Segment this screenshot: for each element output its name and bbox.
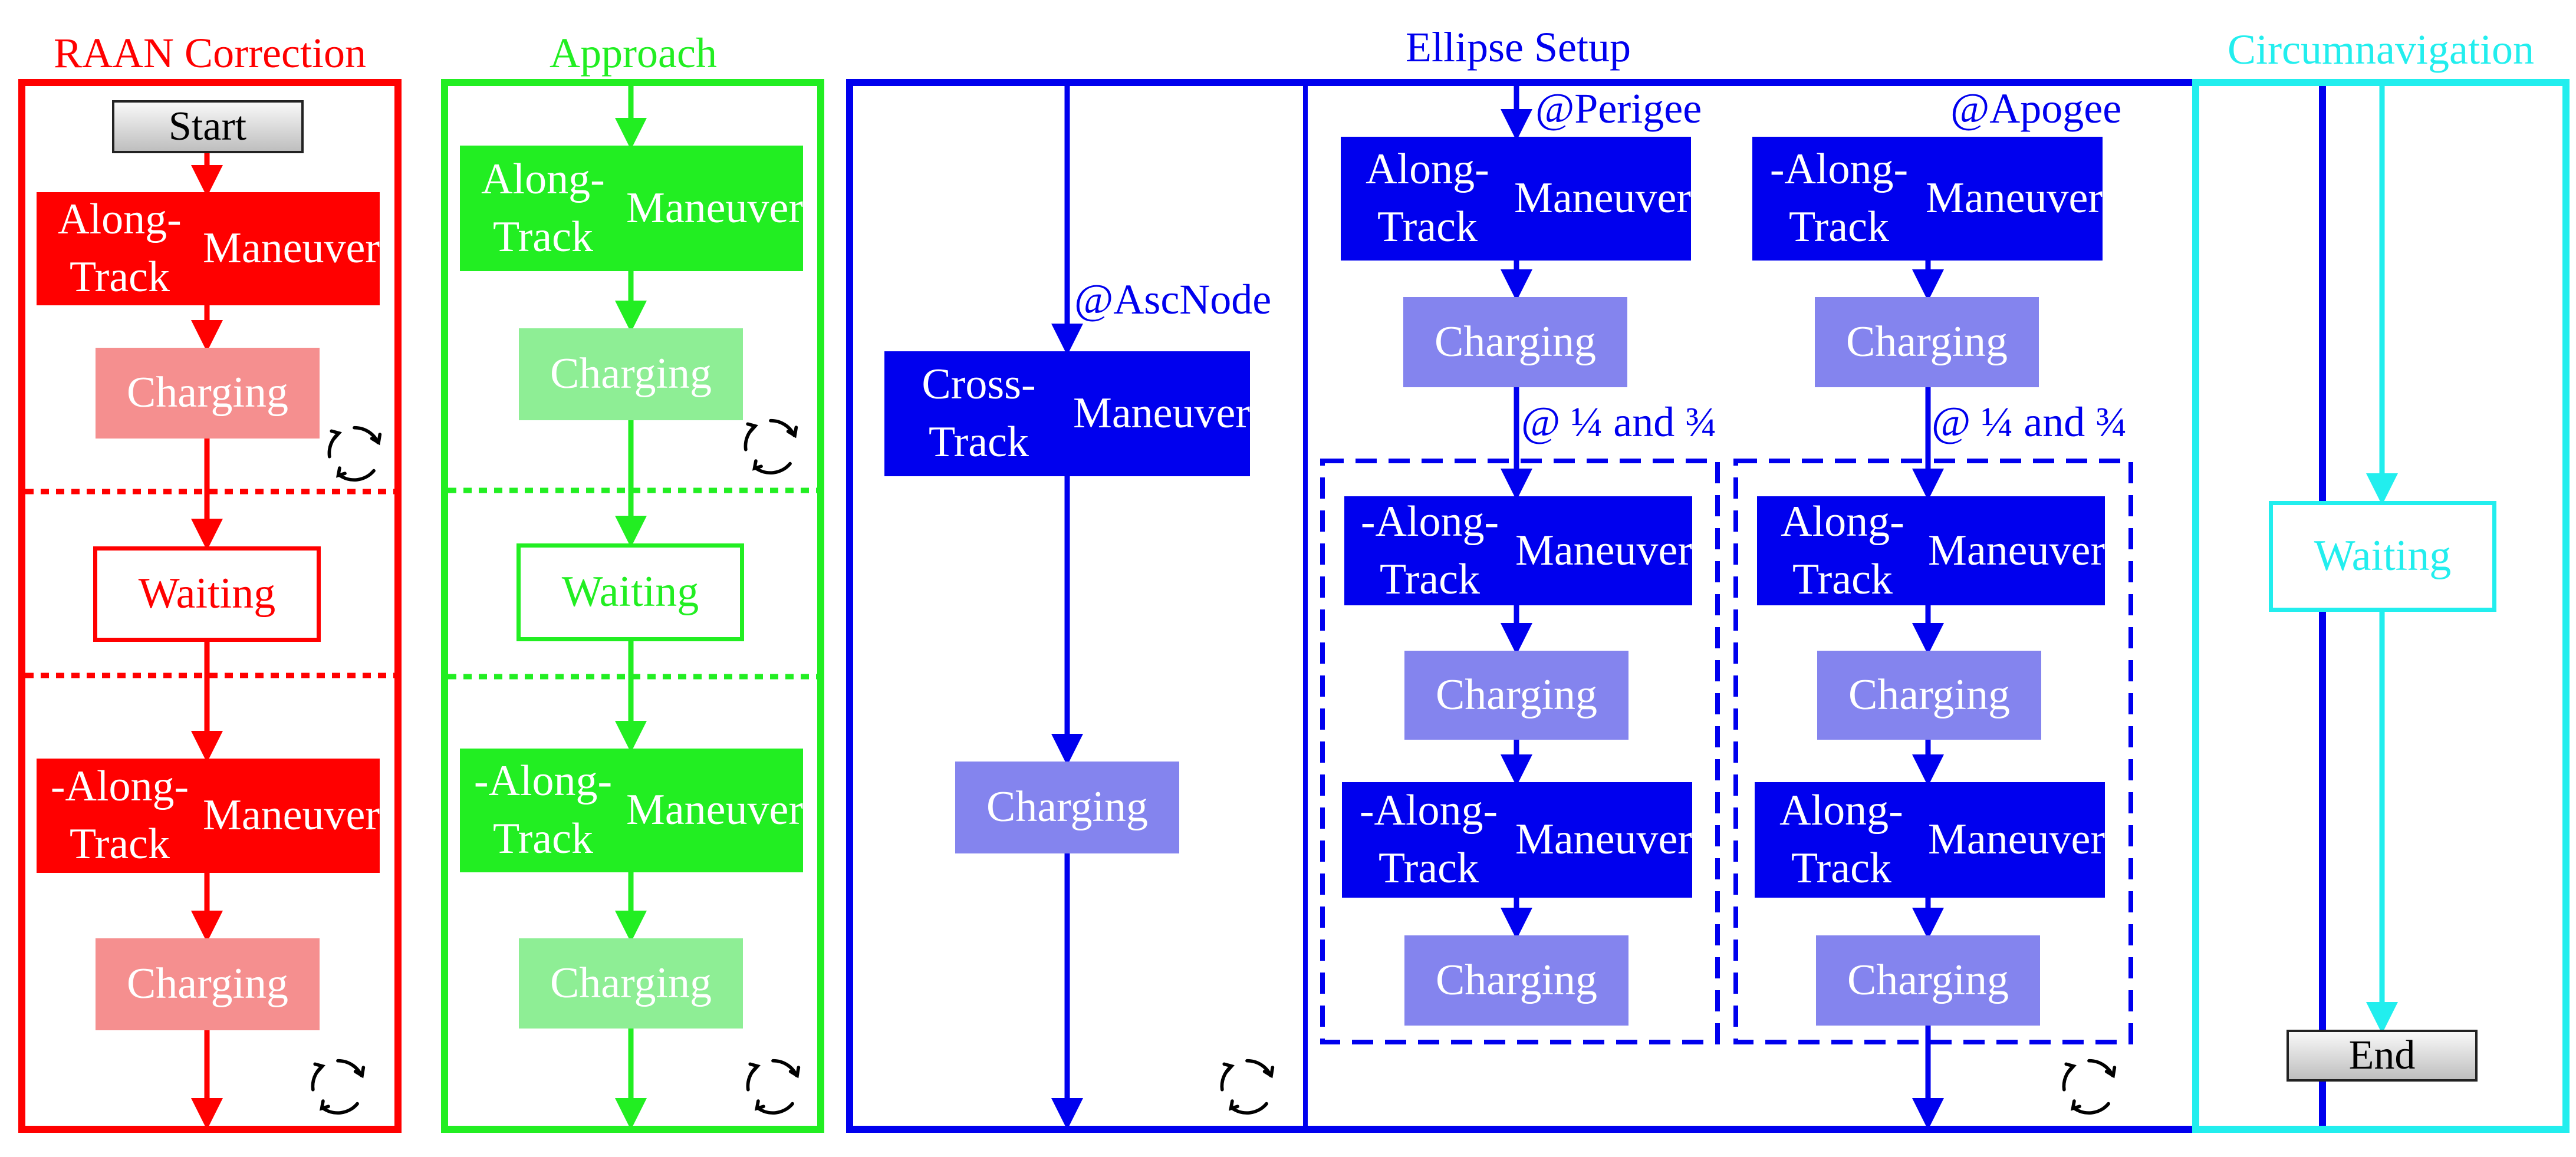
cycle-icon [327,426,382,482]
raan-header: RAAN Correction [54,29,366,77]
end-label: End [2348,1033,2416,1078]
approach-header: Approach [550,29,717,77]
perigee-quarter-annotation: @ ¼ and ¾ [1521,398,1718,446]
start-box [112,100,304,153]
raan-charging-2: Charging [96,938,320,1030]
perigee-repeat-group [1320,459,1720,1044]
perigee-annotation: @Perigee [1535,85,1702,132]
apogee-charging-2: Charging [1817,651,2041,740]
approach-charging-1: Charging [519,328,743,420]
circ-header: Circumnavigation [2228,26,2534,73]
circ-waiting: Waiting [2269,501,2496,612]
cycle-icon [1220,1059,1275,1115]
perigee-charging-3: Charging [1404,935,1628,1026]
approach-charging-2: Charging [519,938,743,1029]
raan-waiting: Waiting [93,546,321,642]
circ-lane-frame [2192,79,2570,1133]
approach-waiting: Waiting [516,543,744,641]
perigee-charging-1: Charging [1403,297,1627,387]
apogee-quarter-annotation: @ ¼ and ¾ [1932,398,2128,446]
asc-node-annotation: @AscNode [1074,276,1272,323]
apogee-charging-1: Charging [1815,297,2039,387]
apogee-charging-3: Charging [1816,935,2040,1026]
cross-track-charging: Charging [955,762,1179,853]
cycle-icon [2062,1059,2117,1115]
cycle-icon [311,1059,366,1115]
end-box [2287,1030,2478,1082]
cycle-icon [746,1059,801,1115]
ellipse-header: Ellipse Setup [1406,24,1631,71]
apogee-repeat-group [1733,459,2133,1044]
perigee-charging-2: Charging [1404,651,1628,740]
start-label: Start [168,104,247,149]
raan-charging-1: Charging [96,348,320,439]
cycle-icon [743,418,798,474]
apogee-annotation: @Apogee [1950,85,2122,132]
